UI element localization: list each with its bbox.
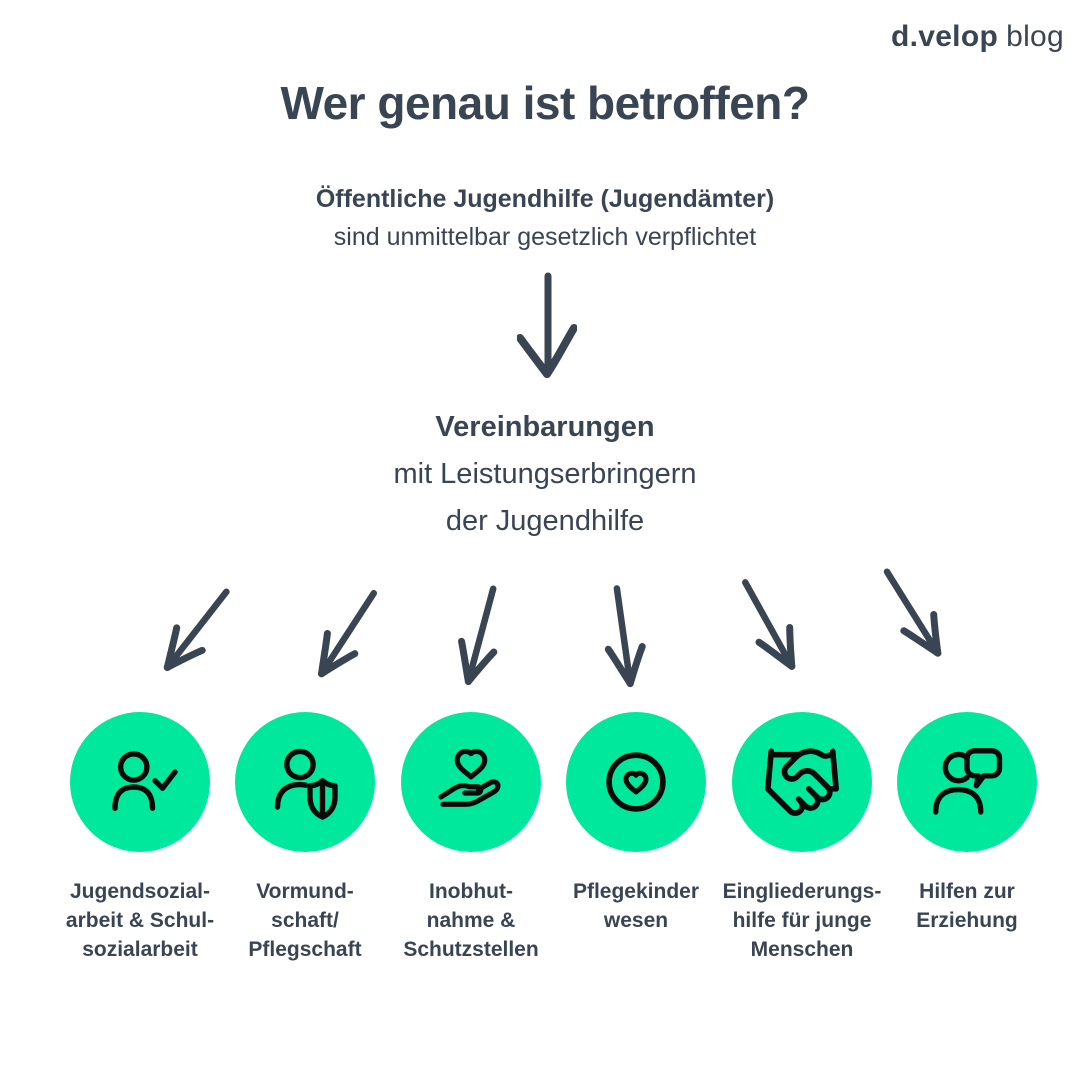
fan-arrow-4-icon <box>604 585 646 688</box>
target-label: Hilfen zur Erziehung <box>916 880 1018 932</box>
logo-suffix: blog <box>1006 20 1064 53</box>
agreement-block: Vereinbarungen mit Leistungserbringern d… <box>0 404 1090 545</box>
target-column-inobhutnahme: Inobhut- nahme & Schutzstellen <box>381 712 561 964</box>
agreement-line-2: mit Leistungserbringern <box>393 458 697 490</box>
target-column-hilfen-zur-erziehung: Hilfen zur Erziehung <box>877 712 1057 935</box>
person-shield-icon <box>274 748 338 820</box>
target-label: Eingliederungs- hilfe für junge Menschen <box>722 880 882 961</box>
target-label: Inobhut- nahme & Schutzstellen <box>403 880 539 961</box>
person-check-icon <box>112 751 178 811</box>
hand-heart-icon <box>438 748 501 807</box>
intro-line-regular: sind unmittelbar gesetzlich verpflichtet <box>333 223 757 251</box>
green-circle <box>235 712 375 852</box>
fan-arrow-3-icon <box>458 585 498 685</box>
green-circle <box>70 712 210 852</box>
intro-block: Öffentliche Jugendhilfe (Jugendämter) si… <box>0 180 1090 256</box>
fan-arrow-5-icon <box>742 579 796 670</box>
intro-line-bold: Öffentliche Jugendhilfe (Jugendämter) <box>315 185 775 213</box>
heart-circle-icon <box>606 752 666 812</box>
agreement-title: Vereinbarungen <box>435 411 655 443</box>
agreement-line-3: der Jugendhilfe <box>445 505 645 537</box>
target-column-pflegekinderwesen: Pflegekinder wesen <box>546 712 726 935</box>
green-circle <box>566 712 706 852</box>
target-label: Vormund- schaft/ Pflegschaft <box>248 880 362 961</box>
person-chat-icon <box>933 748 1003 815</box>
target-label: Jugendsozial- arbeit & Schul- sozialarbe… <box>65 880 215 961</box>
down-arrow-icon <box>517 272 577 378</box>
green-circle <box>732 712 872 852</box>
fan-arrow-2-icon <box>317 589 378 678</box>
green-circle <box>401 712 541 852</box>
target-column-eingliederungshilfe: Eingliederungs- hilfe für junge Menschen <box>712 712 892 964</box>
fan-arrow-6-icon <box>883 568 942 657</box>
target-label: Pflegekinder wesen <box>572 880 700 932</box>
handshake-icon <box>765 748 839 816</box>
green-circle <box>897 712 1037 852</box>
page-title: Wer genau ist betroffen? <box>280 77 810 129</box>
fan-arrow-1-icon <box>163 588 230 671</box>
logo-brand: d.velop <box>890 20 999 53</box>
target-column-vormundschaft: Vormund- schaft/ Pflegschaft <box>215 712 395 964</box>
target-column-jugendsozialarbeit: Jugendsozial- arbeit & Schul- sozialarbe… <box>50 712 230 964</box>
